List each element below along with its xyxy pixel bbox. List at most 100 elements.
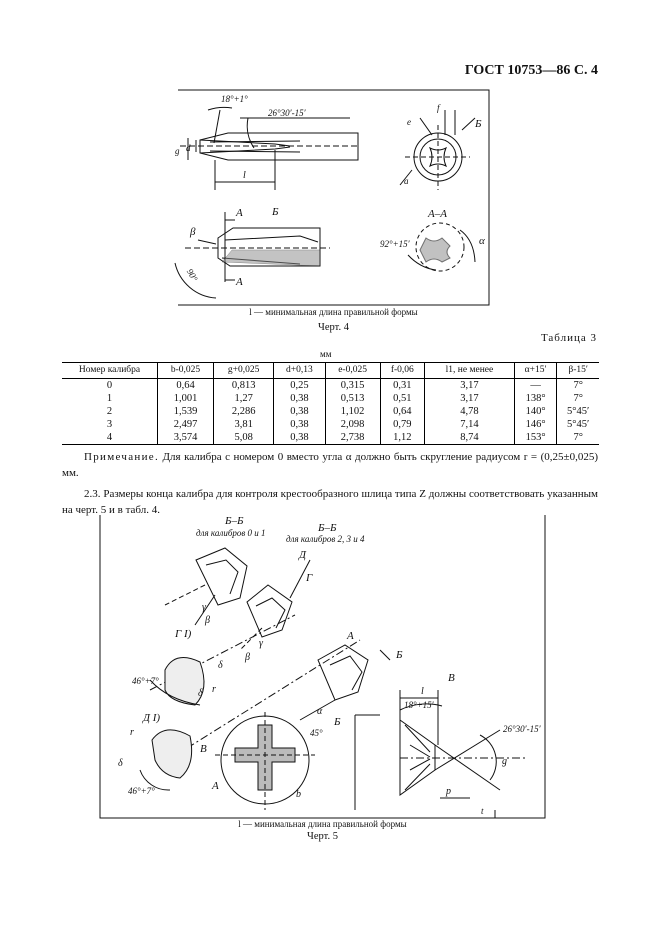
note-label: Примечание. [84,451,160,463]
table-cell: 1,102 [325,405,381,418]
fig5-delta1: δ [198,688,203,699]
table-cell: 2,497 [157,418,215,431]
table-cell: 0,31 [380,378,426,392]
table-cell: 0,38 [273,418,326,431]
table-cell: 2,098 [325,418,381,431]
fig5-section-b1 [164,547,248,626]
fig5-delta3: δ [118,758,123,769]
fig5-l-dim: l [421,686,424,697]
fig5-b-top: Б [396,649,403,661]
table-cell: 0,51 [380,392,426,405]
table-3: Номер калибра b-0,025 g+0,025 d+0,13 e-0… [62,362,599,445]
fig5-r2: r [130,727,134,738]
fig5-bb2-sub: для калибров 2, 3 и 4 [286,534,365,544]
fig5-g-detail: Г I) [175,628,192,640]
table-cell: 0,315 [325,378,381,392]
table-header-row: Номер калибра b-0,025 g+0,025 d+0,13 e-0… [62,362,599,379]
table-cell: 7° [573,393,583,404]
table-cell: 1 [62,392,158,405]
table-row: 2 1,539 2,286 0,38 1,102 0,64 4,78 140° … [62,405,599,418]
fig5-angle45: 45° [310,728,323,738]
fig4-caption: Черт. 4 [318,322,349,333]
table-cell: 2,738 [325,431,381,445]
fig5-v-left: В [200,743,207,755]
fig5-beta1: β [205,615,210,626]
fig4-section-aa [407,222,476,272]
fig4-section-aa-label: А–А [428,208,447,220]
fig5-d-detail: Д I) [143,712,161,724]
table-cell: 138° [514,392,558,405]
table-cell: 7,14 [424,418,515,431]
table-cell: 4 [62,431,158,445]
fig5-r1: r [212,684,216,695]
col-header: e-0,025 [325,362,381,379]
fig5-detail-d [139,729,193,791]
fig4-view-b2-label: Б [272,206,279,218]
table-cell: 7° [556,431,599,445]
table-cell: 1,27 [213,392,275,405]
table-cell: 8,74 [424,431,515,445]
fig5-bb1-sub: для калибров 0 и 1 [196,528,266,538]
table-cell: 2 [62,405,158,418]
col-header: d+0,13 [273,362,326,379]
fig4-side-view [180,106,360,190]
fig4-arrow-a1: А [236,207,243,219]
table-cell: 1,12 [380,431,426,445]
figure-4-frame [178,89,490,306]
fig5-end-view [215,712,315,810]
fig4-arrow-a2: А [236,276,243,288]
table-row: 4 3,574 5,08 0,38 2,738 1,12 8,74 153° 7… [62,431,599,445]
table-cell: 0,38 [273,431,326,445]
fig4-d-label: d [186,143,191,153]
fig5-angle18: 18°+15′ [404,700,434,710]
table-cell: 0 [62,378,158,392]
table-cell: 7° [573,380,583,391]
table-cell: 5°45′ [567,406,590,417]
note-text: Для калибра с номером 0 вместо угла α до… [62,451,598,479]
fig5-a-left: А [212,780,219,792]
table-row: 3 2,497 3,81 0,38 2,098 0,79 7,14 146° 5… [62,418,599,431]
table-cell: 0,64 [157,378,215,392]
fig5-v-top: В [448,672,455,684]
table-cell: 0,79 [380,418,426,431]
fig5-caption-note: l — минимальная длина правильной формы [238,819,407,829]
col-header: l1, не менее [424,362,515,379]
fig5-t-dim: t [481,806,484,816]
table-cell: 0,513 [325,392,381,405]
fig5-b-mid: Б [334,716,341,728]
col-header: b-0,025 [157,362,215,379]
fig4-profile-view [174,212,330,299]
table-cell: 3,17 [424,392,515,405]
table-cell: 5°45′ [567,419,590,430]
fig4-l-label: l [243,170,246,181]
fig4-a-label: a [404,176,409,186]
fig5-bb1-title: Б–Б [225,515,244,527]
fig5-d-label: Д [299,549,306,561]
fig5-angle26: 26°30′-15′ [503,724,541,734]
fig5-gamma1: γ [202,602,206,613]
table-cell: 146° [514,418,558,431]
table-cell: 1,001 [157,392,215,405]
fig5-detail-g [149,657,205,706]
page-header: ГОСТ 10753—86 С. 4 [464,63,598,78]
section-2-3: 2.3. Размеры конца калибра для контроля … [62,488,598,516]
table3-title: Таблица 3 [540,332,597,344]
fig5-alpha: α [317,706,323,717]
table-cell: 3 [62,418,158,431]
table-note: Примечание. Для калибра с номером 0 вмес… [62,449,598,481]
fig4-f-label: f [437,103,440,113]
table-cell: 4,78 [424,405,515,418]
fig5-view-v [354,690,525,818]
table-cell: 3,574 [157,431,215,445]
table-row: 0 0,64 0,813 0,25 0,315 0,31 3,17 — 7° [62,378,599,392]
fig5-section-b2 [239,559,311,651]
fig4-alpha: α [479,235,485,247]
fig4-angle-main: 26°30′-15′ [268,108,306,118]
table-cell: 2,286 [213,405,275,418]
table-cell: — [514,378,558,392]
fig5-caption: Черт. 5 [307,831,338,842]
col-header: β-15′ [556,362,599,379]
fig4-end-view [399,110,476,190]
col-header: Номер калибра [62,362,158,379]
